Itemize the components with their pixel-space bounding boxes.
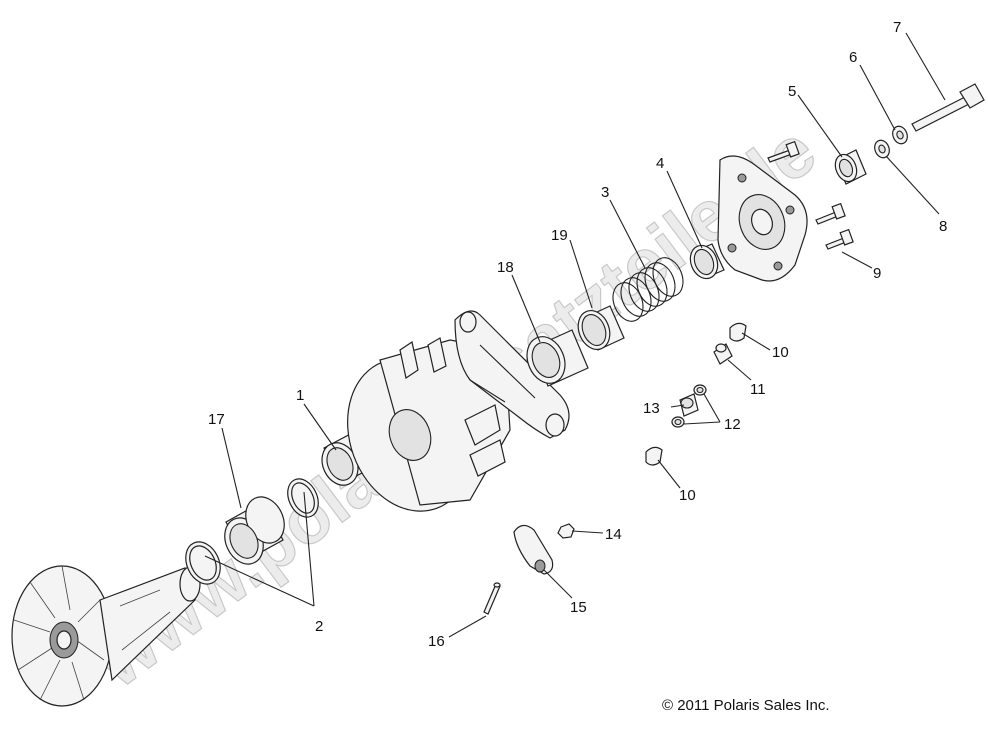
callout-12: 12 [724, 416, 741, 433]
fixed-sheave-fan [11, 565, 201, 707]
part-14-nut [557, 523, 575, 539]
callout-14: 14 [605, 526, 622, 543]
part-12-washer-a [693, 384, 707, 396]
callout-5: 5 [788, 83, 796, 100]
callout-10-upper: 10 [772, 344, 789, 361]
part-8-washer [874, 139, 890, 159]
part-18-bushing [526, 329, 589, 387]
spider-assembly [454, 310, 570, 439]
callout-13: 13 [643, 400, 660, 417]
part-17-bushing [224, 496, 285, 565]
part-7-bolt [911, 83, 985, 132]
leader-lines [204, 32, 946, 638]
part-11-pin [713, 343, 733, 365]
callout-15: 15 [570, 599, 587, 616]
callout-6: 6 [849, 49, 857, 66]
callout-8: 8 [939, 218, 947, 235]
callout-10-lower: 10 [679, 487, 696, 504]
callout-18: 18 [497, 259, 514, 276]
part-9-bolt-c [825, 228, 854, 250]
part-3-spring [612, 257, 684, 322]
callout-4: 4 [656, 155, 664, 172]
callout-labels: 1 2 3 4 5 6 7 8 9 10 10 11 12 13 14 15 1… [208, 19, 947, 650]
part-9-bolt-a [767, 140, 800, 163]
part-16-pin [483, 582, 501, 615]
part-4-bushing [689, 243, 725, 280]
callout-17: 17 [208, 411, 225, 428]
callout-11: 11 [750, 381, 766, 398]
callout-2: 2 [315, 618, 323, 635]
cover-plate [717, 155, 808, 282]
callout-1: 1 [296, 387, 304, 404]
part-19-bushing [577, 305, 625, 351]
part-10-roller-a [729, 322, 747, 342]
part-13-bushing [679, 393, 699, 417]
part-15-weight [513, 524, 554, 575]
callout-16: 16 [428, 633, 445, 650]
part-5-spacer [834, 149, 867, 185]
callout-9: 9 [873, 265, 881, 282]
part-2-ring-a [185, 541, 221, 585]
callout-7: 7 [893, 19, 901, 36]
part-6-washer [892, 125, 908, 145]
copyright-notice: © 2011 Polaris Sales Inc. [662, 697, 830, 714]
callout-3: 3 [601, 184, 609, 201]
callout-19: 19 [551, 227, 568, 244]
part-12-washer-b [671, 416, 685, 428]
part-2-ring-b [287, 478, 319, 518]
part-9-bolt-b [815, 202, 846, 225]
